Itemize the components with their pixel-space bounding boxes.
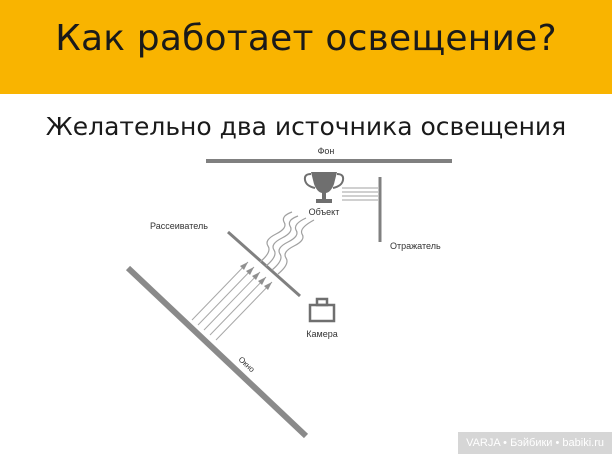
diffuser-line (227, 230, 301, 298)
trophy-icon (303, 172, 345, 203)
watermark: VARJA • Бэйбики • babiki.ru (458, 432, 612, 454)
page-title: Как работает освещение? (55, 18, 557, 59)
header-bar: Как работает освещение? (0, 0, 612, 94)
camera-label: Камера (306, 329, 337, 339)
background-label: Фон (318, 146, 335, 156)
arrowhead-icons (240, 262, 272, 290)
subtitle: Желательно два источника освещения (45, 112, 567, 141)
object-label: Объект (309, 207, 340, 217)
reflector-label: Отражатель (390, 241, 441, 251)
reflected-light-arrows (342, 187, 378, 201)
window-light-rays (191, 261, 273, 341)
diffused-light-waves (259, 211, 315, 275)
diffuser-label: Рассеиватель (150, 221, 208, 231)
window-line (125, 265, 309, 439)
camera-icon (308, 297, 336, 323)
